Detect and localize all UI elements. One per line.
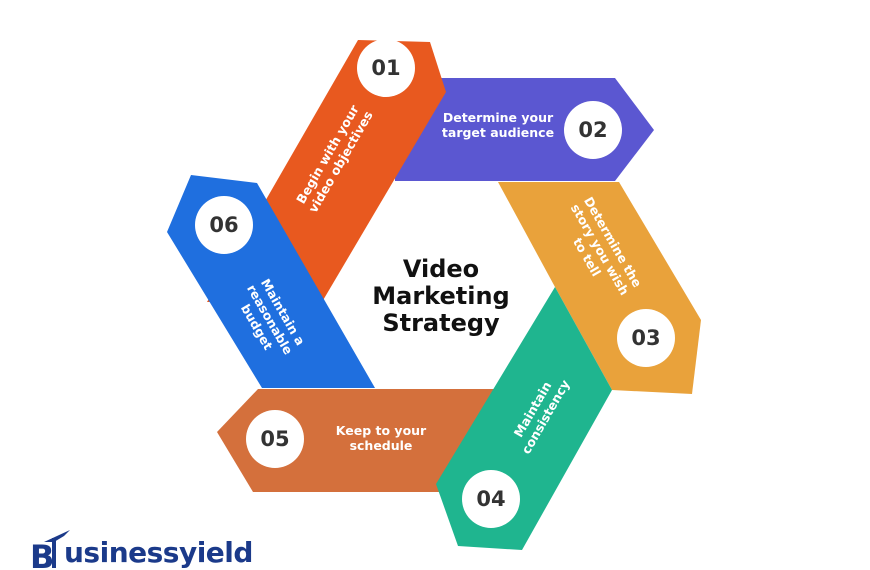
step-number-06: 06 bbox=[195, 196, 253, 254]
step-number-05: 05 bbox=[246, 410, 304, 468]
step-label-05-line: schedule bbox=[349, 438, 413, 453]
step-label-02-line: target audience bbox=[441, 125, 555, 140]
step-number-04: 04 bbox=[462, 470, 520, 528]
step-label-05: Keep to your schedule bbox=[326, 423, 436, 453]
step-number-01: 01 bbox=[357, 39, 415, 97]
title-line: Marketing bbox=[372, 282, 510, 310]
diagram-title: Video Marketing Strategy bbox=[341, 256, 541, 337]
logo-initial: B bbox=[30, 538, 54, 570]
step-number-03: 03 bbox=[617, 309, 675, 367]
title-line: Strategy bbox=[382, 309, 500, 337]
businessyield-logo: B usinessyield bbox=[30, 530, 253, 570]
step-label-05-line: Keep to your bbox=[335, 423, 427, 438]
logo-mark-icon: B bbox=[30, 530, 70, 570]
title-line: Video bbox=[402, 255, 480, 283]
step-label-02-line: Determine your bbox=[442, 110, 554, 125]
step-number-02: 02 bbox=[564, 101, 622, 159]
step-label-02: Determine your target audience bbox=[438, 110, 558, 140]
logo-text: usinessyield bbox=[64, 536, 253, 569]
